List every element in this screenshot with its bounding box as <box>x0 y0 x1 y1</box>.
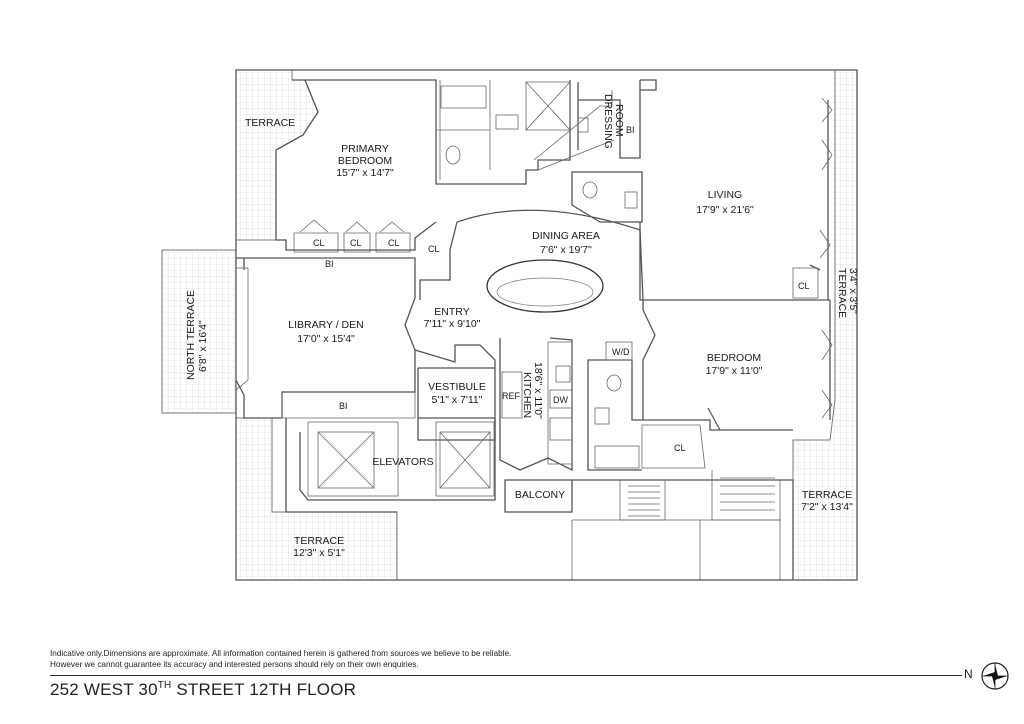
terrace-east-name: TERRACE <box>836 268 848 318</box>
balcony-label: BALCONY <box>515 489 565 501</box>
living-name: LIVING <box>708 189 742 201</box>
bedroom-walls <box>587 300 831 471</box>
disclaimer-line-2: However we cannot guarantee its accuracy… <box>50 659 419 669</box>
entry-name: ENTRY <box>434 306 469 318</box>
dressing-room-label2: ROOM <box>613 104 625 137</box>
living-dim: 17'9" x 21'6" <box>696 204 754 216</box>
dining-area-walls <box>419 209 644 301</box>
dressing-room-label1: DRESSING <box>602 94 614 149</box>
title-sup: TH <box>157 680 172 691</box>
stairs <box>571 470 781 580</box>
dining-table <box>486 259 604 313</box>
vestibule-name: VESTIBULE <box>428 381 486 393</box>
terrace-nw <box>235 69 319 241</box>
dining-name: DINING AREA <box>532 230 600 242</box>
north-terrace-dim: 6'8" x 16'4" <box>197 320 209 372</box>
terrace-se-name: TERRACE <box>802 489 852 501</box>
primary-bedroom-walls <box>275 79 571 251</box>
bedroom-name: BEDROOM <box>707 352 761 364</box>
closet-label-1: CL <box>313 238 325 248</box>
living-walls <box>639 79 830 301</box>
dressing-bi-label: BI <box>626 125 635 135</box>
dining-dim: 7'6" x 19'7" <box>540 244 592 256</box>
balcony-walls <box>504 479 794 580</box>
dw-label: DW <box>553 395 568 405</box>
wd-label: W/D <box>612 347 630 357</box>
outer-boundary <box>235 69 858 581</box>
ref-label: REF <box>502 391 521 401</box>
title-main: 252 WEST 30 <box>50 680 158 699</box>
closets-row <box>293 219 411 253</box>
title-rest: STREET 12TH FLOOR <box>171 680 357 699</box>
title-rule <box>50 675 962 676</box>
kitchen-name: KITCHEN <box>521 372 533 418</box>
entry-dim: 7'11" x 9'10" <box>424 318 481 330</box>
elevators-label: ELEVATORS <box>372 456 433 468</box>
compass-icon <box>981 662 1009 690</box>
vestibule-dim: 5'1" x 7'11" <box>432 394 483 406</box>
library-dim: 17'0" x 15'4" <box>297 333 355 345</box>
page-title: 252 WEST 30TH STREET 12TH FLOOR <box>50 680 356 700</box>
compass-n-letter: N <box>964 667 973 681</box>
primary-bedroom-dim: 15'7" x 14'7" <box>336 167 394 179</box>
closet-label-3: CL <box>388 238 400 248</box>
disclaimer-line-1: Indicative only.Dimensions are approxima… <box>50 649 512 658</box>
bedroom-dim: 17'9" x 11'0" <box>706 365 763 377</box>
terrace-nw-label: TERRACE <box>245 117 295 129</box>
entry-walls <box>414 344 496 441</box>
library-bi-label: BI <box>325 259 334 269</box>
elevators-block <box>285 418 496 513</box>
north-terrace-name: NORTH TERRACE <box>185 290 197 380</box>
library-bi2-label: BI <box>339 401 348 411</box>
room-labels: TERRACE PRIMARY BEDROOM 15'7" x 14'7" DR… <box>185 94 859 559</box>
terrace-s-name: TERRACE <box>294 535 344 547</box>
disclaimer: Indicative only.Dimensions are approxima… <box>50 649 610 670</box>
closet-label-2: CL <box>350 238 362 248</box>
terrace-se-dim: 7'2" x 13'4" <box>801 501 853 513</box>
kitchen-dim: 18'6" x 11'0" <box>532 362 544 419</box>
closet-label-6: CL <box>674 443 686 453</box>
library-name: LIBRARY / DEN <box>288 319 363 331</box>
terrace-east-dim: 3'4" x 3'5" <box>847 268 859 314</box>
primary-bedroom-name1: PRIMARY <box>341 143 389 155</box>
terraces <box>161 69 858 581</box>
terrace-s-dim: 12'3" x 5'1" <box>293 547 345 559</box>
closet-label-4: CL <box>428 244 440 254</box>
primary-bedroom-name2: BEDROOM <box>338 155 392 167</box>
closet-label-5: CL <box>798 281 810 291</box>
